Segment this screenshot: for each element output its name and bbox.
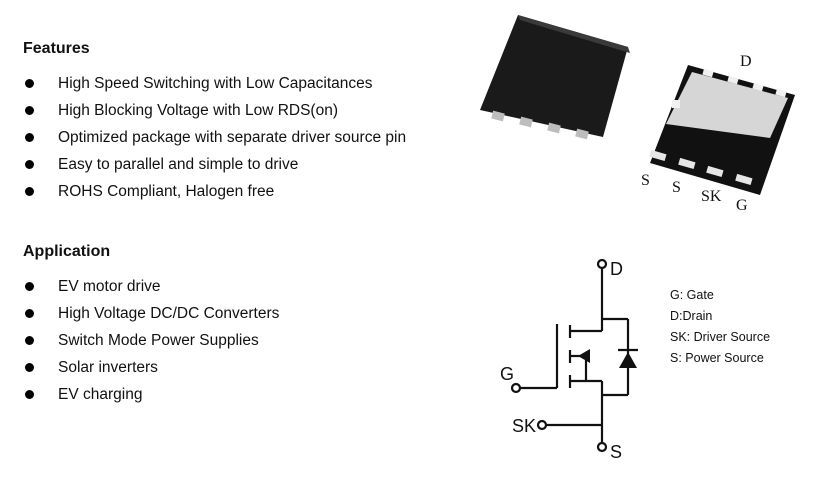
bullet-icon bbox=[25, 187, 34, 196]
legend-item: D:Drain bbox=[670, 309, 713, 323]
diode-icon bbox=[619, 352, 637, 368]
channel-arrow-icon bbox=[578, 349, 590, 363]
bullet-icon bbox=[25, 133, 34, 142]
features-heading: Features bbox=[23, 40, 90, 57]
bullet-icon bbox=[25, 106, 34, 115]
package-top-view bbox=[480, 15, 630, 140]
schematic-label-g: G bbox=[500, 364, 514, 384]
bullet-icon bbox=[25, 336, 34, 345]
legend-item: G: Gate bbox=[670, 288, 714, 302]
bullet-icon bbox=[25, 363, 34, 372]
pin-label-d: D bbox=[740, 53, 752, 70]
application-heading: Application bbox=[23, 243, 111, 260]
pin-label-g: G bbox=[736, 197, 748, 214]
pin-label-s1: S bbox=[641, 172, 650, 189]
mosfet-symbol bbox=[510, 258, 638, 453]
schematic-label-d: D bbox=[610, 259, 623, 279]
bullet-icon bbox=[25, 282, 34, 291]
bullet-icon bbox=[25, 390, 34, 399]
package-bottom-view bbox=[649, 65, 795, 195]
schematic-label-sk: SK bbox=[512, 416, 536, 436]
bullet-icon bbox=[25, 309, 34, 318]
pin-label-sk: SK bbox=[701, 188, 722, 205]
schematic-label-s: S bbox=[610, 442, 622, 462]
pin-legend: G: Gate D:Drain SK: Driver Source S: Pow… bbox=[670, 285, 770, 369]
bullet-icon bbox=[25, 160, 34, 169]
legend-item: SK: Driver Source bbox=[670, 330, 771, 344]
legend-item: S: Power Source bbox=[670, 351, 764, 365]
pin-label-s2: S bbox=[672, 179, 681, 196]
bullet-icon bbox=[25, 79, 34, 88]
